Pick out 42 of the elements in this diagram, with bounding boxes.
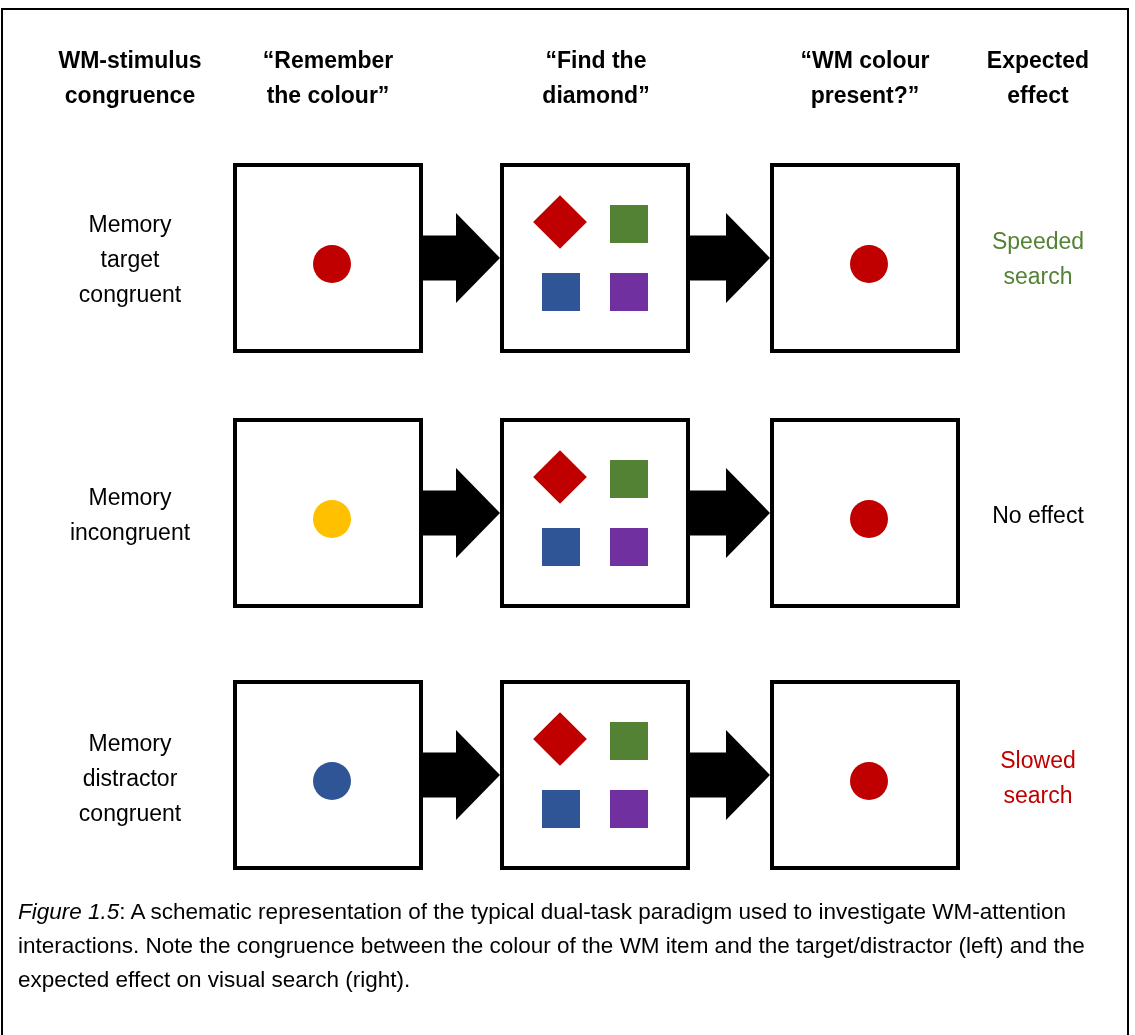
- figure-caption: Figure 1.5: A schematic representation of the typical dual-task paradigm used to investigate WM-attention interactions. Note the congruence between the colour of the WM item and the target/distractor (left) and the expected effect on visual search (right).: [18, 898, 1086, 994]
- square-stimulus: [542, 528, 580, 566]
- column-heading: “Remember the colour”: [261, 46, 395, 110]
- column-heading: “Find the diamond”: [541, 46, 651, 110]
- circle-stimulus: [850, 245, 888, 283]
- square-stimulus: [610, 528, 648, 566]
- circle-stimulus: [313, 500, 351, 538]
- square-stimulus: [610, 273, 648, 311]
- display-frame: [770, 680, 960, 870]
- circle-stimulus: [313, 245, 351, 283]
- square-stimulus: [610, 790, 648, 828]
- display-frame: [770, 418, 960, 608]
- display-frame: [233, 163, 423, 353]
- square-stimulus: [610, 460, 648, 498]
- effect-label: Speeded search: [990, 227, 1086, 291]
- square-stimulus: [542, 273, 580, 311]
- block-arrow: [690, 468, 770, 558]
- circle-stimulus: [313, 762, 351, 800]
- square-stimulus: [542, 790, 580, 828]
- block-arrow: [690, 730, 770, 820]
- effect-label: Slowed search: [999, 746, 1077, 810]
- block-arrow: [423, 468, 500, 558]
- display-frame: [500, 163, 690, 353]
- row-label: Memory target congruent: [77, 210, 183, 309]
- block-arrow: [690, 213, 770, 303]
- row-label: Memory incongruent: [68, 483, 192, 547]
- display-frame: [233, 680, 423, 870]
- display-frame: [500, 418, 690, 608]
- block-arrow: [423, 213, 500, 303]
- display-frame: [233, 418, 423, 608]
- block-arrow: [423, 730, 500, 820]
- effect-label: No effect: [991, 501, 1085, 530]
- display-frame: [770, 163, 960, 353]
- circle-stimulus: [850, 500, 888, 538]
- circle-stimulus: [850, 762, 888, 800]
- column-heading: WM-stimulus congruence: [57, 46, 203, 110]
- column-heading: “WM colour present?”: [799, 46, 931, 110]
- square-stimulus: [610, 722, 648, 760]
- display-frame: [500, 680, 690, 870]
- square-stimulus: [610, 205, 648, 243]
- row-label: Memory distractor congruent: [77, 729, 183, 828]
- column-heading: Expected effect: [985, 46, 1091, 110]
